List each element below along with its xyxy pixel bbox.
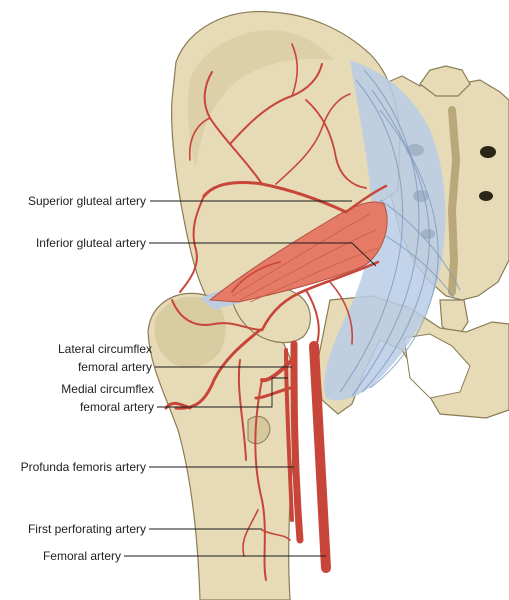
sacral-foramen-4 <box>480 146 496 158</box>
label-superior-gluteal-artery: Superior gluteal artery <box>28 194 146 208</box>
label-medial-circumflex-line2: femoral artery <box>80 400 154 414</box>
ilium-shading <box>188 30 334 168</box>
profunda-femoris-vessel <box>290 340 304 544</box>
label-profunda-femoris-artery: Profunda femoris artery <box>21 460 146 474</box>
piriformis-belly <box>208 201 388 303</box>
leader-lines <box>124 200 377 557</box>
lumbar-vertebra <box>419 65 471 97</box>
labels: Superior gluteal artery Inferior gluteal… <box>21 194 154 563</box>
femur <box>147 285 311 600</box>
label-femoral-artery: Femoral artery <box>43 549 121 563</box>
label-first-perforating-artery: First perforating artery <box>28 522 146 536</box>
label-lateral-circumflex-line1: Lateral circumflex <box>58 342 152 356</box>
leader-medial-circumflex <box>157 377 288 408</box>
greater-trochanter-shade <box>154 296 226 368</box>
piriformis-muscle <box>208 201 388 303</box>
label-inferior-gluteal-artery: Inferior gluteal artery <box>36 236 146 250</box>
median-crest <box>447 106 461 296</box>
obturator-opening <box>403 333 471 399</box>
sacral-foramen-5 <box>479 191 493 201</box>
label-medial-circumflex-line1: Medial circumflex <box>61 382 154 396</box>
label-lateral-circumflex-line2: femoral artery <box>78 360 152 374</box>
